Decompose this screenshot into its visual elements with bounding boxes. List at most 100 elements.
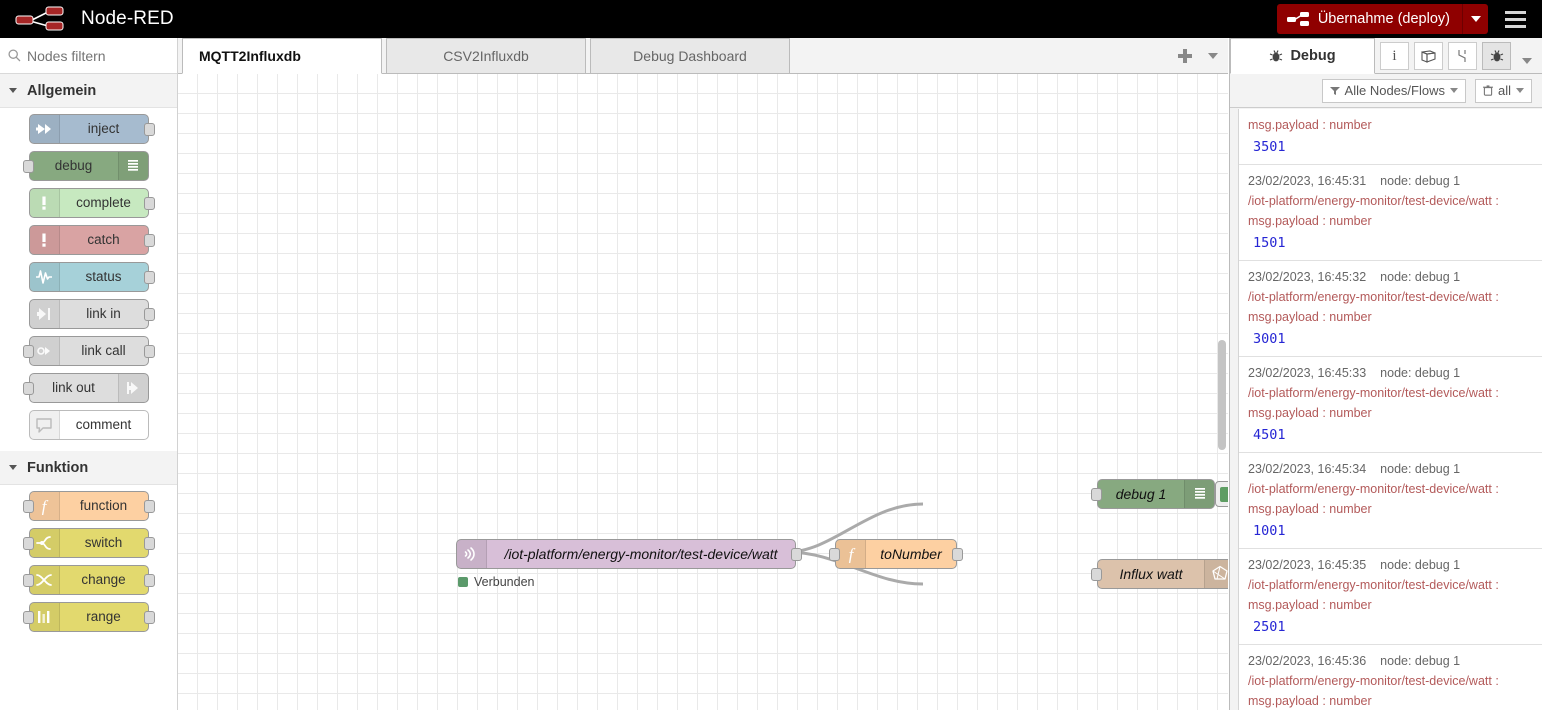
help-book-icon: [1421, 49, 1436, 63]
node-input-port[interactable]: [22, 345, 34, 358]
palette-category-allgemein[interactable]: Allgemein: [0, 74, 177, 108]
palette-node-function[interactable]: f function: [22, 491, 155, 521]
node-input-port[interactable]: [1091, 568, 1102, 581]
node-input-port[interactable]: [829, 548, 840, 561]
debug-message-meta: 23/02/2023, 16:45:31 node: debug 1: [1248, 171, 1535, 191]
main-menu-button[interactable]: [1488, 0, 1542, 38]
deploy-icon: [1286, 12, 1309, 26]
flow-node-label: /iot-platform/energy-monitor/test-device…: [504, 546, 778, 562]
palette-node-link-in[interactable]: link in: [28, 299, 155, 329]
canvas-vertical-scrollbar[interactable]: [1218, 340, 1226, 450]
tab-actions: [1178, 38, 1228, 73]
flow-node-mqtt-in[interactable]: /iot-platform/energy-monitor/test-device…: [456, 539, 802, 569]
debug-toggle-button[interactable]: [1215, 481, 1228, 507]
function-f-icon: f: [42, 497, 49, 515]
switch-branch-icon: [29, 529, 60, 557]
node-input-port[interactable]: [22, 160, 34, 173]
palette-node-debug[interactable]: debug: [22, 151, 149, 181]
node-input-port[interactable]: [22, 537, 34, 550]
palette-node-label: function: [79, 498, 128, 513]
node-output-port[interactable]: [143, 500, 155, 513]
debug-message-node: node: debug 1: [1380, 654, 1461, 668]
palette-node-catch[interactable]: catch: [28, 225, 155, 255]
node-output-port[interactable]: [143, 345, 155, 358]
flow-tab-debug-dashboard[interactable]: Debug Dashboard: [590, 38, 790, 73]
flow-tab-csv2influxdb[interactable]: CSV2Influxdb: [386, 38, 586, 73]
palette-node-complete[interactable]: complete: [28, 188, 155, 218]
debug-filter-bar: Alle Nodes/Flows all: [1230, 74, 1542, 108]
range-bars-icon: [38, 611, 50, 623]
function-f-icon: f: [29, 492, 60, 520]
node-red-logo-icon: [15, 6, 64, 31]
palette-node-status[interactable]: status: [28, 262, 155, 292]
flow-node-debug-1[interactable]: debug 1: [1091, 479, 1228, 509]
sidebar-more-button[interactable]: [1522, 58, 1532, 64]
node-input-port[interactable]: [1091, 488, 1102, 501]
node-output-port[interactable]: [143, 611, 155, 624]
node-output-port[interactable]: [143, 537, 155, 550]
exclamation-icon: [42, 233, 46, 247]
palette-category-funktion[interactable]: Funktion: [0, 451, 177, 485]
node-input-port[interactable]: [22, 611, 34, 624]
debug-message-timestamp: 23/02/2023, 16:45:31: [1248, 174, 1367, 188]
node-input-port[interactable]: [22, 574, 34, 587]
hamburger-menu-icon: [1504, 24, 1526, 28]
flow-tab-label: Debug Dashboard: [633, 48, 747, 64]
search-input[interactable]: [27, 47, 167, 64]
node-output-port[interactable]: [791, 548, 802, 561]
palette-node-comment[interactable]: comment: [28, 410, 149, 440]
info-icon[interactable]: i: [1380, 42, 1409, 70]
node-input-port[interactable]: [22, 500, 34, 513]
palette-node-link-out[interactable]: link out: [22, 373, 149, 403]
node-output-port[interactable]: [143, 234, 155, 247]
palette-search-bar[interactable]: [0, 38, 177, 74]
debug-message-node: node: debug 1: [1380, 462, 1461, 476]
flow-node-label: Influx watt: [1119, 566, 1183, 582]
flow-tab-mqtt2influxdb[interactable]: MQTT2Influxdb: [182, 38, 382, 74]
debug-message-timestamp: 23/02/2023, 16:45:35: [1248, 558, 1367, 572]
node-output-port[interactable]: [143, 308, 155, 321]
debug-filter-button[interactable]: Alle Nodes/Flows: [1321, 78, 1466, 103]
deploy-options-button[interactable]: [1462, 4, 1488, 34]
node-input-port[interactable]: [22, 382, 34, 395]
flow-list-button[interactable]: [1208, 52, 1218, 59]
debug-sidebar: Debug i: [1229, 38, 1542, 710]
config-nodes-icon[interactable]: [1448, 42, 1477, 70]
palette-node-switch[interactable]: switch: [22, 528, 155, 558]
debug-clear-label: all: [1497, 83, 1511, 98]
node-output-port[interactable]: [143, 271, 155, 284]
bug-icon[interactable]: [1482, 42, 1511, 70]
palette-category-body: f function switch change range: [0, 485, 177, 643]
debug-clear-button[interactable]: all: [1474, 78, 1532, 103]
add-flow-button[interactable]: [1178, 48, 1192, 63]
flow-node-influx-watt[interactable]: Influx watt: [1091, 559, 1228, 589]
flow-canvas[interactable]: /iot-platform/energy-monitor/test-device…: [178, 74, 1228, 710]
function-f-icon: f: [848, 545, 855, 563]
palette-node-label: switch: [84, 535, 123, 550]
app-header: Node-RED Übernahme (deploy): [0, 0, 1542, 38]
palette-node-change[interactable]: change: [22, 565, 155, 595]
tab-debug[interactable]: Debug: [1230, 38, 1375, 74]
mqtt-signal-icon: [457, 540, 487, 568]
debug-message[interactable]: 23/02/2023, 16:45:31 node: debug 1/iot-pl…: [1239, 165, 1542, 261]
palette-node-range[interactable]: range: [22, 602, 155, 632]
node-output-port[interactable]: [952, 548, 963, 561]
node-output-port[interactable]: [143, 123, 155, 136]
debug-message-value: 1001: [1253, 523, 1286, 539]
palette-node-link-call[interactable]: link call: [22, 336, 155, 366]
node-output-port[interactable]: [143, 197, 155, 210]
node-output-port[interactable]: [143, 574, 155, 587]
deploy-button[interactable]: Übernahme (deploy): [1276, 4, 1462, 34]
debug-message-node: node: debug 1: [1380, 174, 1461, 188]
debug-message-topic: /iot-platform/energy-monitor/test-device…: [1248, 194, 1499, 208]
palette-node-inject[interactable]: inject: [28, 114, 155, 144]
help-book-icon[interactable]: [1414, 42, 1443, 70]
